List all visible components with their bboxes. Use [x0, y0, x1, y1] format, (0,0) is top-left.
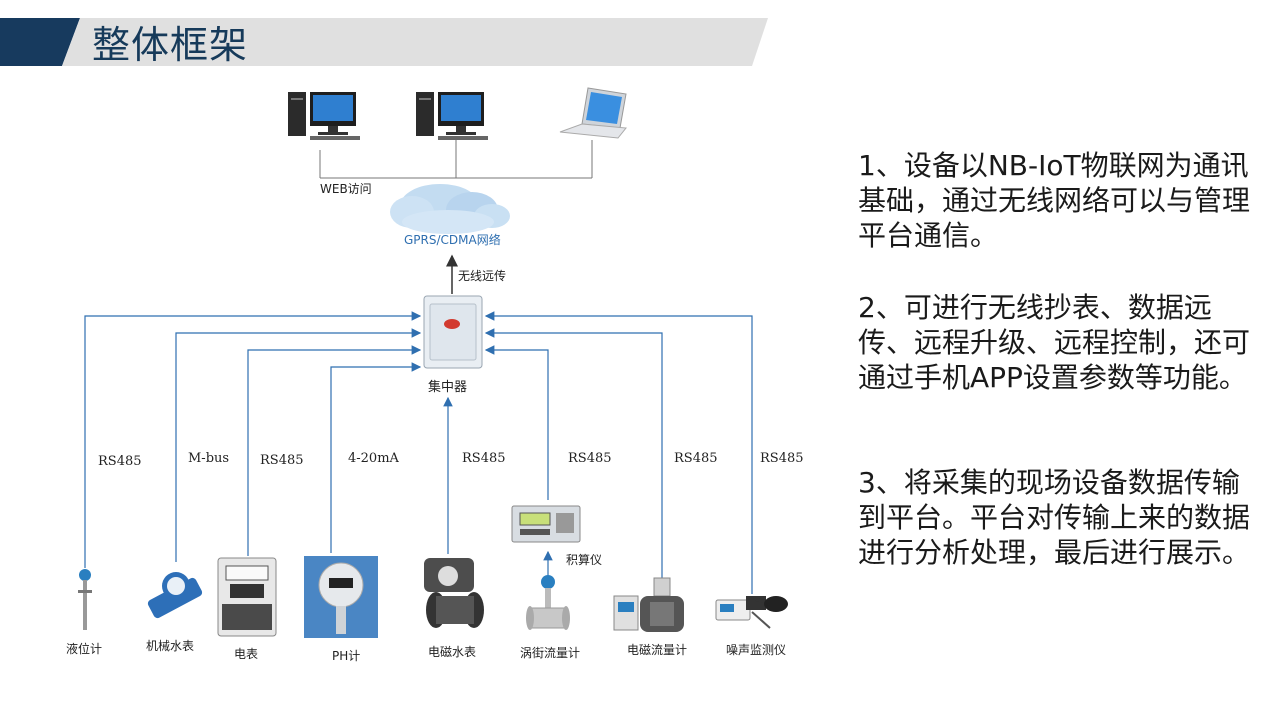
title-bar — [0, 18, 768, 66]
architecture-diagram: WEB访问 GPRS/CDMA网络 无线远传 集中器 RS485 M-bus R… — [66, 87, 804, 663]
title-accent-shape — [0, 18, 80, 66]
concentrator-label: 集中器 — [428, 379, 467, 395]
flow-totalizer-icon — [511, 505, 581, 543]
device-label: 噪声监测仪 — [726, 643, 786, 657]
desktop-computer-icon — [416, 92, 488, 140]
connection-line — [175, 328, 422, 562]
protocol-label: RS485 — [98, 454, 142, 469]
device-label: 机械水表 — [146, 638, 194, 653]
cloud-icon — [390, 184, 510, 234]
protocol-label: RS485 — [568, 451, 612, 466]
vortex-flowmeter-icon — [526, 575, 570, 630]
description-point-1: 1、设备以NB-IoT物联网为通讯基础，通过无线网络可以与管理平台通信。 — [858, 149, 1251, 252]
accumulator-label: 积算仪 — [566, 552, 602, 567]
laptop-icon — [559, 87, 627, 139]
electromagnetic-flowmeter-icon — [613, 577, 684, 632]
noise-monitor-icon — [715, 596, 788, 629]
device-label: 涡街流量计 — [520, 646, 580, 660]
description-point-3: 3、将采集的现场设备数据传输到平台。平台对传输上来的数据进行分析处理，最后进行展… — [858, 466, 1251, 569]
protocol-label: RS485 — [260, 453, 304, 468]
web-connection-lines — [319, 140, 593, 179]
wireless-upload-label: 无线远传 — [458, 268, 506, 283]
description-point-2: 2、可进行无线抄表、数据远传、远程升级、远程控制，还可通过手机APP设置参数等功… — [858, 291, 1251, 394]
title-band-shape — [62, 18, 768, 66]
protocol-label: RS485 — [674, 451, 718, 466]
connection-line — [247, 345, 422, 556]
concentrator-icon — [423, 295, 483, 369]
ph-meter-icon — [304, 556, 378, 638]
device-label: 电表 — [234, 647, 258, 661]
device-label: 电磁水表 — [428, 644, 476, 659]
protocol-label: M-bus — [188, 451, 229, 466]
device-label: 液位计 — [66, 641, 102, 656]
water-meter-icon — [147, 572, 203, 619]
page-title: 整体框架 — [92, 23, 249, 67]
electromagnetic-water-meter-icon — [424, 558, 484, 628]
connection-line — [484, 345, 549, 500]
connection-line — [330, 362, 422, 553]
electric-meter-icon — [217, 557, 277, 637]
connection-line — [84, 311, 422, 568]
web-access-label: WEB访问 — [320, 182, 372, 196]
level-gauge-icon — [78, 569, 92, 630]
device-label: 电磁流量计 — [627, 642, 687, 657]
device-label: PH计 — [332, 649, 360, 663]
network-label: GPRS/CDMA网络 — [404, 232, 501, 247]
connection-line — [484, 328, 663, 578]
protocol-label: 4-20mA — [348, 451, 400, 466]
connection-line — [484, 311, 753, 594]
desktop-computer-icon — [288, 92, 360, 140]
protocol-label: RS485 — [462, 451, 506, 466]
protocol-label: RS485 — [760, 451, 804, 466]
